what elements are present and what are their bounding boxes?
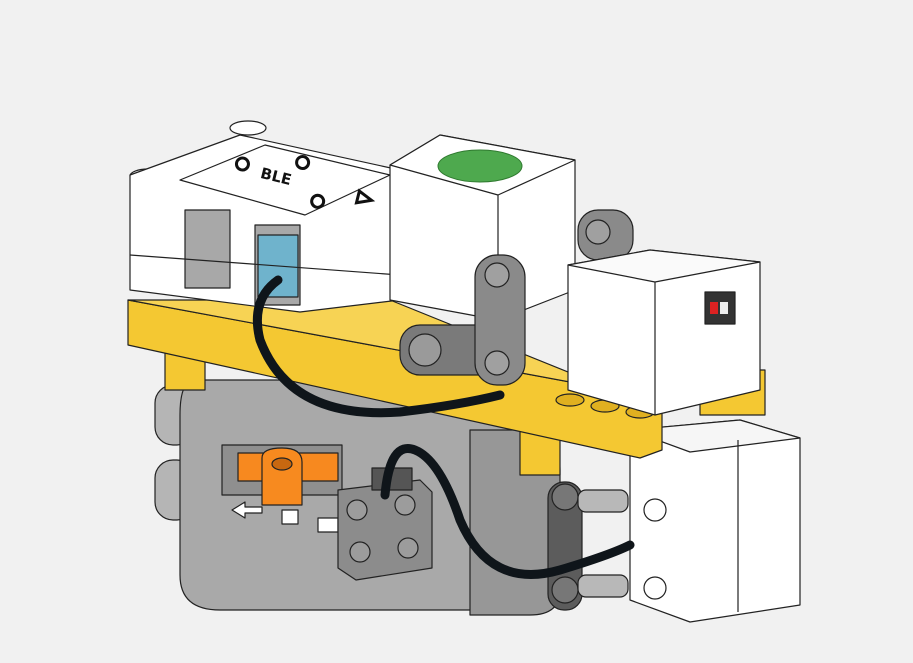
green-button [437,149,523,183]
hub: BLE [129,120,401,313]
cable-lower [380,444,635,579]
technic-connectors [399,209,634,386]
hub-label: BLE [234,155,376,209]
color-sensor [567,249,761,416]
axle-pins [547,481,629,611]
orange-switch-lever [237,447,339,506]
white-brick-right [629,419,801,623]
gray-2x2-brick [337,467,433,581]
cable-upper [252,275,505,418]
